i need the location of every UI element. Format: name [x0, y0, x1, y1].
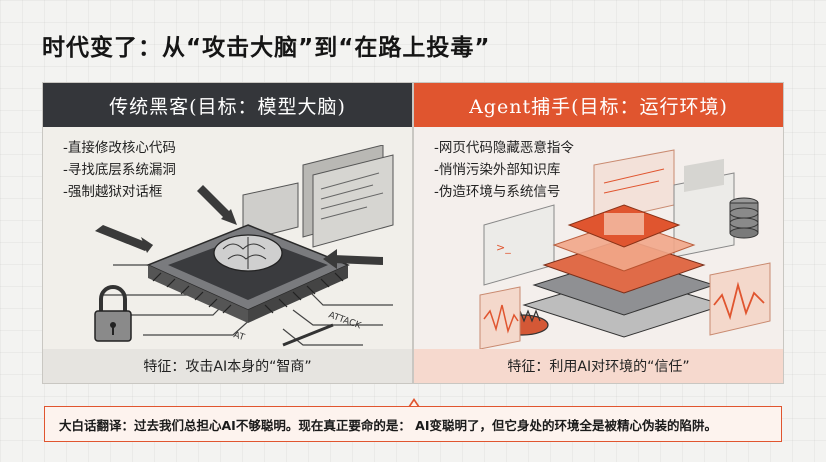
traditional-hacker-card: 传统黑客(目标：模型大脑) -直接修改核心代码 -寻找底层系统漏洞 -强制越狱对… — [42, 82, 413, 384]
padlock-icon — [94, 285, 132, 342]
card-header-traditional: 传统黑客(目标：模型大脑) — [43, 83, 412, 127]
pointer-notch-icon — [408, 398, 420, 407]
summary-text: 大白话翻译：过去我们总担心AI不够聪明。现在真正要命的是： AI变聪明了，但它身… — [59, 417, 718, 433]
agent-catcher-card: Agent捕手(目标：运行环境) -网页代码隐藏恶意指令 -悄悄污染外部知识库 … — [413, 82, 784, 384]
bullet-item: -悄悄污染外部知识库 — [434, 162, 561, 178]
brain-icon — [213, 234, 283, 272]
attack-label: ATTACK — [327, 310, 363, 331]
bullet-item: -直接修改核心代码 — [63, 140, 176, 156]
database-icon — [729, 197, 759, 239]
svg-text:>_: >_ — [496, 241, 511, 254]
bullet-item: -寻找底层系统漏洞 — [63, 162, 176, 178]
code-window-icon — [242, 145, 394, 248]
attack-label: AT — [232, 330, 246, 343]
layer-stack-icon — [522, 204, 726, 338]
pen-icon — [282, 323, 334, 347]
cpu-chip-icon — [146, 224, 350, 323]
traditional-bullet-list: -直接修改核心代码 -寻找底层系统漏洞 -强制越狱对话框 — [63, 137, 176, 203]
bullet-item: -伪造环境与系统信号 — [434, 184, 561, 200]
attack-arrow-icon — [95, 185, 383, 269]
bullet-item: -网页代码隐藏恶意指令 — [434, 140, 574, 156]
card-header-agent: Agent捕手(目标：运行环境) — [414, 83, 783, 127]
summary-translation-box: 大白话翻译：过去我们总担心AI不够聪明。现在真正要命的是： AI变聪明了，但它身… — [44, 406, 782, 442]
waveform-icon — [479, 262, 771, 350]
chip-brain-illustration: AT ATTACK — [94, 145, 394, 347]
agent-bullet-list: -网页代码隐藏恶意指令 -悄悄污染外部知识库 -伪造环境与系统信号 — [434, 137, 574, 203]
card-footer-agent: 特征：利用AI对环境的“信任” — [414, 349, 783, 383]
page-title: 时代变了：从“攻击大脑”到“在路上投毒” — [42, 35, 491, 61]
environment-layers-illustration: >_ — [479, 149, 771, 350]
browser-window-icon: >_ — [483, 149, 735, 286]
bullet-item: -强制越狱对话框 — [63, 184, 163, 200]
card-footer-traditional: 特征：攻击AI本身的“智商” — [43, 349, 412, 383]
